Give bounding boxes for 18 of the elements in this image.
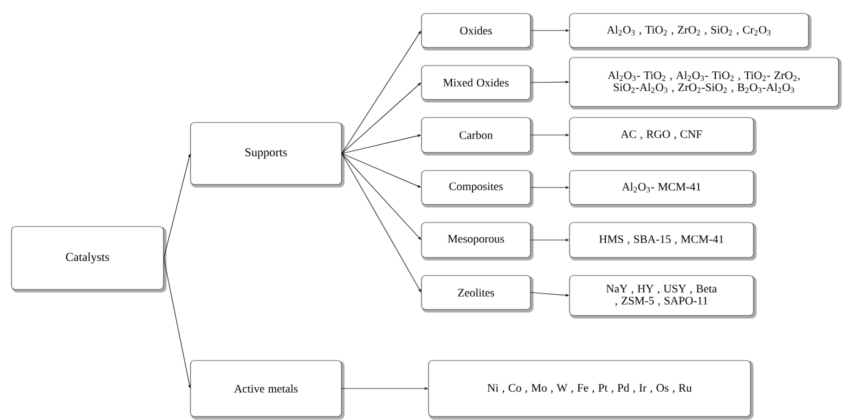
category-box: Supports [190,122,344,188]
category-box: Ni , Co , Mo , W , Fe , Pt , Pd , Ir , Os , Ru [428,360,754,420]
category-box: Mixed Oxides [421,65,534,102]
category-box: Al$_{2}$O$_{3}$- TiO$_{2}$ , Al$_{2}$O$_{3}$- TiO$_{2}$ , TiO$_{2}$- ZrO$_{2}$, SiO$_{2}$-Al$_{2}$O$_{3}$ , ZrO$_{2}$-SiO$_{2}$ , B$_{2}$O$_{3}$-Al$_{2}$O$_{3}$ [569,57,842,110]
category-box: HMS , SBA-15 , MCM-41 [569,222,757,260]
category-box: Composites [421,170,534,208]
arrow [342,153,422,292]
arrow [342,30,422,154]
category-box: Zeolites [421,275,534,312]
category-box: Al$_{2}$O$_{3}$- MCM-41 [569,170,757,208]
category-box: Carbon [421,117,534,156]
category-box: Mesoporous [421,222,534,260]
category-box: AC , RGO , CNF [569,117,757,156]
category-box: Active metals [190,360,344,420]
category-box: Al$_{2}$O$_{3}$ , TiO$_{2}$ , ZrO$_{2}$ , SiO$_{2}$ , Cr$_{2}$O$_{3}$ [569,13,812,50]
category-box: NaY , HY , USY , Beta , ZSM-5 , SAPO-11 [569,275,757,318]
category-box: Catalysts [11,226,166,292]
category-box: Oxides [421,13,534,50]
